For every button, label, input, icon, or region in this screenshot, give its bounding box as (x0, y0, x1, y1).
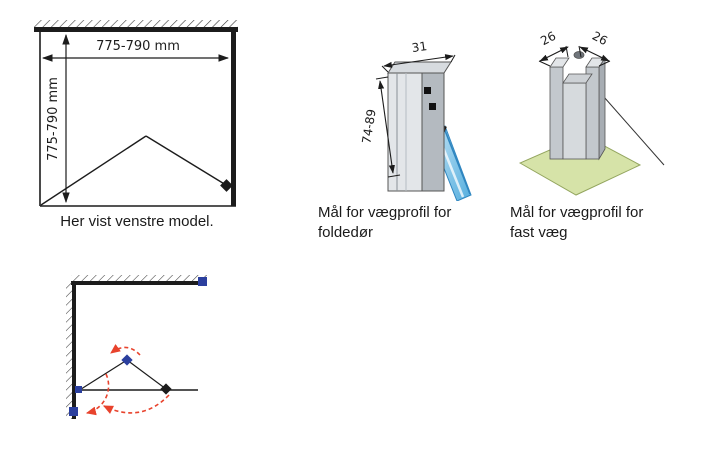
fixed-dim-left-label: 26 (538, 29, 558, 48)
wall-hatch-top (34, 20, 238, 32)
panel-fixed-wall-profile: 26 26 (506, 25, 696, 206)
front-view-drawing: 775-790 mm 775-790 mm (34, 20, 238, 207)
hinge-marker-door (75, 386, 82, 393)
enclosure-frame (39, 27, 236, 207)
panel-plan-view (65, 272, 215, 445)
fixed-dim-right-label: 26 (590, 29, 610, 48)
swing-arc-door (102, 394, 170, 414)
fold-door-lines (40, 135, 227, 206)
hinge-marker-top-right (198, 277, 207, 286)
hinge-marker-fold (121, 354, 133, 366)
fixed-profile-body (549, 51, 606, 161)
screw-hole (429, 103, 436, 110)
swing-arc-hinge (85, 373, 110, 416)
wall-hatch-top (71, 275, 207, 285)
swing-arc-fold (110, 344, 141, 356)
hinge-marker-bottom-left (69, 407, 78, 416)
profile-depth-dimension: 74-89 (359, 76, 401, 178)
profile-body (387, 61, 452, 192)
profile-width-label: 31 (411, 39, 428, 55)
front-view-caption: Her vist venstre model. (60, 213, 214, 230)
handle-diamond (160, 383, 172, 395)
folding-profile-caption-line2: foldedør (318, 224, 374, 241)
fixed-profile-caption-line1: Mål for vægprofil for (510, 204, 644, 221)
fixed-dim-right: 26 (578, 29, 611, 67)
handle-diamond (220, 179, 233, 192)
folding-profile-caption: Mål for vægprofil for foldedør (318, 203, 493, 243)
swing-arcs (85, 344, 170, 416)
panel-folding-door-profile: 31 74-89 (318, 25, 494, 206)
panel-front-view: 775-790 mm 775-790 mm (26, 18, 248, 221)
screw-hole (424, 87, 431, 94)
height-dimension-label: 775-790 mm (46, 77, 61, 161)
profile-depth-label: 74-89 (359, 108, 378, 145)
fixed-profile-caption-line2: fast væg (510, 224, 568, 241)
width-dimension-label: 775-790 mm (96, 39, 180, 54)
profile-stud (573, 51, 585, 59)
fold-panel-lines (77, 359, 167, 392)
fixed-profile-drawing: 26 26 (518, 29, 665, 196)
leader-line (603, 96, 665, 166)
fixed-dim-left: 26 (538, 29, 569, 67)
folding-profile-caption-line1: Mål for vægprofil for (318, 204, 452, 221)
fixed-profile-caption: Mål for vægprofil for fast væg (510, 203, 685, 243)
profile-width-dimension: 31 (381, 39, 456, 73)
horizontal-dimension: 775-790 mm (41, 39, 230, 62)
vertical-dimension: 775-790 mm (46, 33, 70, 204)
plan-view-drawing (66, 275, 207, 419)
folding-profile-drawing: 31 74-89 (359, 39, 472, 202)
wall-hatch-left (66, 281, 76, 419)
